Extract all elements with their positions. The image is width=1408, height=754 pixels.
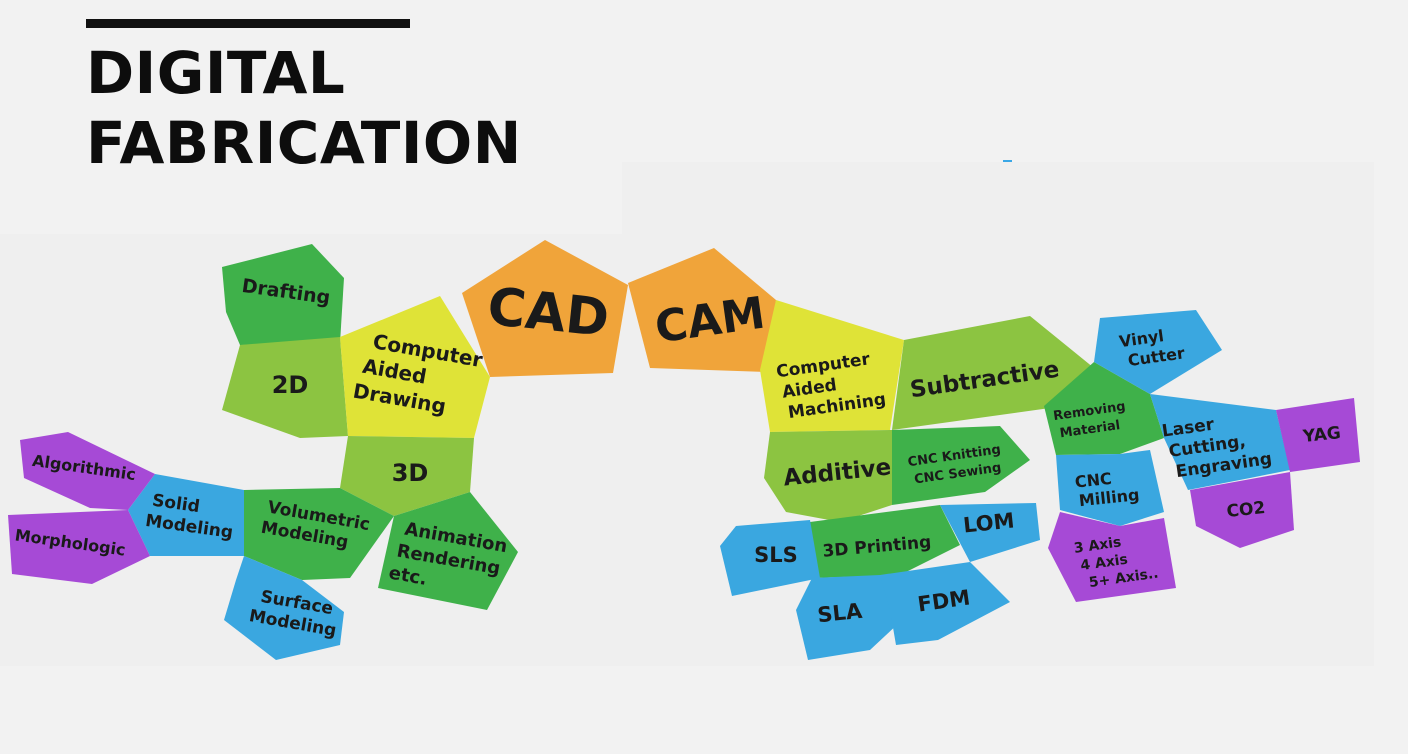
node-shape bbox=[1048, 512, 1176, 602]
node-shape bbox=[224, 556, 344, 660]
node-cad: CAD bbox=[462, 240, 628, 377]
node-surface-modeling: Surface Modeling bbox=[224, 556, 344, 660]
node-sls-label: SLS bbox=[754, 543, 798, 567]
title-line-2: FABRICATION bbox=[86, 109, 522, 177]
node-vinyl-cutter: Vinyl Cutter bbox=[1094, 310, 1222, 394]
node-sla: SLA bbox=[796, 575, 900, 660]
node-shape bbox=[1150, 394, 1290, 490]
node-sla-label: SLA bbox=[816, 599, 864, 628]
node-co2-label: CO2 bbox=[1226, 498, 1267, 522]
node-computer-aided-machining: Computer Aided Machining bbox=[760, 300, 904, 432]
node-shape bbox=[128, 474, 244, 556]
node-cam: CAM bbox=[628, 248, 776, 372]
node-3d-printing: 3D Printing bbox=[810, 505, 960, 578]
node-animation-label: Animation Rendering etc. bbox=[387, 517, 515, 603]
node-vinyl-cutter-label: Vinyl Cutter bbox=[1118, 324, 1186, 371]
node-co2: CO2 bbox=[1190, 472, 1294, 548]
node-drafting: Drafting bbox=[222, 244, 344, 345]
node-shape bbox=[940, 503, 1040, 562]
node-removing-material: Removing Material bbox=[1044, 362, 1164, 455]
node-shape bbox=[1190, 472, 1294, 548]
node-morphologic: Morphologic bbox=[8, 510, 150, 584]
node-shape bbox=[810, 505, 960, 578]
node-shape bbox=[892, 316, 1094, 430]
node-shape bbox=[462, 240, 628, 377]
node-axis-label: 3 Axis 4 Axis 5+ Axis.. bbox=[1073, 530, 1159, 593]
node-lom-label: LOM bbox=[962, 508, 1016, 537]
node-laser-cutting: Laser Cutting, Engraving bbox=[1150, 394, 1290, 490]
node-3d: 3D bbox=[340, 436, 474, 516]
node-sls: SLS bbox=[720, 520, 820, 596]
node-shape bbox=[340, 296, 490, 438]
node-shape bbox=[378, 492, 518, 610]
node-shape bbox=[892, 426, 1030, 505]
node-yag: YAG bbox=[1276, 398, 1360, 472]
node-yag-label: YAG bbox=[1301, 423, 1342, 447]
page-title: DIGITAL FABRICATION bbox=[86, 38, 522, 178]
node-algorithmic: Algorithmic bbox=[20, 432, 155, 510]
node-shape bbox=[628, 248, 776, 372]
node-axis: 3 Axis 4 Axis 5+ Axis.. bbox=[1048, 512, 1176, 602]
node-shape bbox=[222, 244, 344, 345]
node-shape bbox=[720, 520, 820, 596]
node-lom: LOM bbox=[940, 503, 1040, 562]
node-shape bbox=[244, 488, 394, 580]
title-accent-bar bbox=[86, 19, 410, 28]
node-shape bbox=[880, 562, 1010, 645]
node-volumetric-modeling: Volumetric Modeling bbox=[244, 488, 394, 580]
node-shape bbox=[1044, 362, 1164, 455]
node-animation: Animation Rendering etc. bbox=[378, 492, 518, 610]
node-shape bbox=[20, 432, 155, 510]
node-additive: Additive bbox=[764, 430, 892, 522]
node-shape bbox=[796, 575, 900, 660]
node-cnc-knitting: CNC Knitting CNC Sewing bbox=[892, 426, 1030, 505]
node-shape bbox=[764, 430, 892, 522]
node-subtractive: Subtractive bbox=[892, 316, 1094, 430]
node-2d: 2D bbox=[222, 337, 348, 438]
node-solid-modeling: Solid Modeling bbox=[128, 474, 244, 556]
node-shape bbox=[1276, 398, 1360, 472]
accent-mark bbox=[1003, 160, 1012, 162]
node-shape bbox=[1094, 310, 1222, 394]
node-cad-label: CAD bbox=[485, 277, 612, 349]
node-shape bbox=[1056, 450, 1164, 526]
node-cnc-milling: CNC Milling bbox=[1056, 450, 1164, 526]
node-computer-aided-drawing: Computer Aided Drawing bbox=[340, 296, 490, 438]
node-shape bbox=[760, 300, 904, 432]
node-shape bbox=[340, 436, 474, 516]
node-fdm: FDM bbox=[880, 562, 1010, 645]
node-2d-label: 2D bbox=[272, 371, 309, 399]
node-shape bbox=[222, 337, 348, 438]
title-line-1: DIGITAL bbox=[86, 39, 346, 107]
node-shape bbox=[8, 510, 150, 584]
node-3d-label: 3D bbox=[392, 459, 429, 487]
